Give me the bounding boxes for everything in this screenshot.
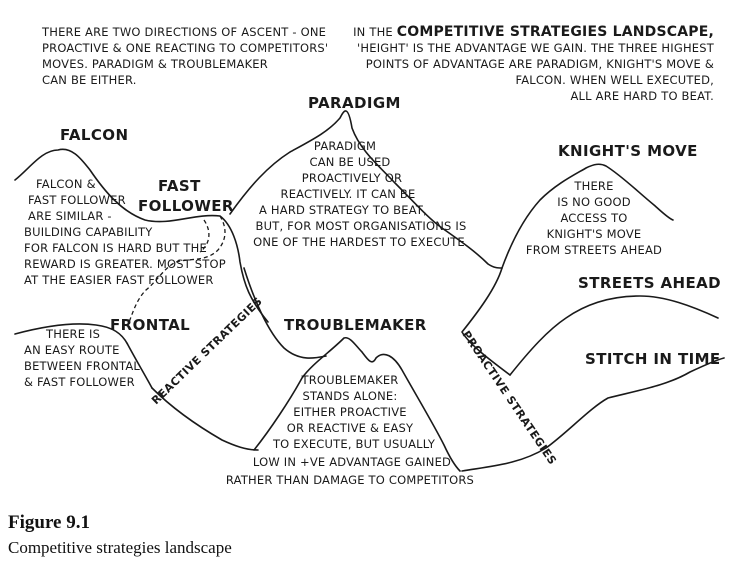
note-line: FALCON. WHEN WELL EXECUTED,: [515, 73, 714, 87]
knights-move-ridge-line: [501, 163, 674, 269]
description-line: BUT, FOR MOST ORGANISATIONS IS: [256, 219, 467, 233]
note-line: ALL ARE HARD TO BEAT.: [570, 89, 714, 103]
description-line: OR REACTIVE & EASY: [287, 421, 414, 435]
falcon-description: FALCON & FAST FOLLOWER ARE SIMILAR - BUI…: [24, 177, 226, 287]
description-line: FOR FALCON IS HARD BUT THE: [24, 241, 207, 255]
proactive-strategies-label: PROACTIVE STRATEGIES: [460, 328, 560, 467]
description-line: AN EASY ROUTE: [24, 343, 120, 357]
frontal-ridge-line: [14, 323, 153, 389]
frontal-label: FRONTAL: [110, 316, 190, 334]
proactive-ridge-line: [461, 267, 511, 376]
note-title-line: IN THE COMPETITIVE STRATEGIES LANDSCAPE,: [353, 24, 714, 40]
troublemaker-description: TROUBLEMAKER STANDS ALONE: EITHER PROACT…: [226, 373, 474, 487]
note-line: PROACTIVE & ONE REACTING TO COMPETITORS': [42, 41, 328, 55]
description-line: FAST FOLLOWER: [28, 193, 126, 207]
paradigm-label: PARADIGM: [308, 94, 401, 112]
frontal-lower-slope-line: [151, 387, 259, 451]
falcon-ridge-line: [14, 148, 269, 323]
streets-ahead-label: STREETS AHEAD: [578, 274, 721, 292]
streets-ahead-ridge-line: [509, 295, 719, 376]
paradigm-west-slope-line: [243, 267, 327, 359]
description-line: A HARD STRATEGY TO BEAT,: [259, 203, 427, 217]
description-line: FROM STREETS AHEAD: [526, 243, 662, 257]
top-left-note: THERE ARE TWO DIRECTIONS OF ASCENT - ONE…: [41, 25, 328, 87]
description-line: ARE SIMILAR -: [28, 209, 112, 223]
description-line: KNIGHT'S MOVE: [547, 227, 642, 241]
easy-route-dashed-line: [127, 215, 226, 326]
frontal-description: THERE IS AN EASY ROUTE BETWEEN FRONTAL &…: [24, 327, 140, 389]
description-line: EITHER PROACTIVE: [293, 405, 406, 419]
description-line: CAN BE USED: [309, 155, 390, 169]
description-line: LOW IN +VE ADVANTAGE GAINED: [253, 455, 451, 469]
description-line: & FAST FOLLOWER: [24, 375, 135, 389]
note-line: MOVES. PARADIGM & TROUBLEMAKER: [42, 57, 268, 71]
knights-move-description: THERE IS NO GOOD ACCESS TO KNIGHT'S MOVE…: [526, 179, 662, 257]
description-line: RATHER THAN DAMAGE TO COMPETITORS: [226, 473, 474, 487]
description-line: ACCESS TO: [560, 211, 627, 225]
paradigm-mountain-line: [229, 110, 503, 269]
stitch-in-time-ridge-line: [461, 357, 725, 472]
fast-follower-label-line2: FOLLOWER: [138, 197, 234, 215]
fast-follower-label-line1: FAST: [158, 177, 201, 195]
strategy-landscape-diagram: THERE ARE TWO DIRECTIONS OF ASCENT - ONE…: [14, 24, 725, 487]
description-line: THERE IS: [45, 327, 100, 341]
note-line: POINTS OF ADVANTAGE ARE PARADIGM, KNIGHT…: [366, 57, 714, 71]
troublemaker-mountain-line: [253, 336, 461, 472]
description-line: FALCON &: [36, 177, 96, 191]
description-line: REACTIVELY. IT CAN BE: [281, 187, 416, 201]
description-line: THERE: [573, 179, 613, 193]
description-line: IS NO GOOD: [557, 195, 631, 209]
note-line: 'HEIGHT' IS THE ADVANTAGE WE GAIN. THE T…: [357, 41, 715, 55]
landscape-lines: [14, 110, 725, 472]
top-right-note: IN THE COMPETITIVE STRATEGIES LANDSCAPE,…: [353, 24, 715, 103]
description-line: PROACTIVELY OR: [302, 171, 402, 185]
description-line: REWARD IS GREATER. MOST STOP: [24, 257, 226, 271]
knights-move-label: KNIGHT'S MOVE: [558, 142, 698, 160]
description-line: BETWEEN FRONTAL: [24, 359, 140, 373]
reactive-strategies-label: REACTIVE STRATEGIES: [149, 295, 265, 408]
description-line: TO EXECUTE, BUT USUALLY: [272, 437, 436, 451]
description-line: ONE OF THE HARDEST TO EXECUTE: [253, 235, 465, 249]
note-line: CAN BE EITHER.: [42, 73, 137, 87]
description-line: STANDS ALONE:: [303, 389, 398, 403]
description-line: AT THE EASIER FAST FOLLOWER: [24, 273, 214, 287]
description-line: PARADIGM: [314, 139, 376, 153]
description-line: TROUBLEMAKER: [300, 373, 398, 387]
note-line: THERE ARE TWO DIRECTIONS OF ASCENT - ONE: [41, 25, 326, 39]
figure-number: Figure 9.1: [8, 512, 90, 533]
falcon-route-dashed-line: [199, 219, 210, 253]
falcon-label: FALCON: [60, 126, 128, 144]
troublemaker-label: TROUBLEMAKER: [284, 316, 427, 334]
figure-title: Competitive strategies landscape: [8, 538, 232, 557]
description-line: BUILDING CAPABILITY: [24, 225, 153, 239]
paradigm-description: PARADIGM CAN BE USED PROACTIVELY OR REAC…: [253, 139, 466, 249]
stitch-in-time-label: STITCH IN TIME: [585, 350, 721, 368]
